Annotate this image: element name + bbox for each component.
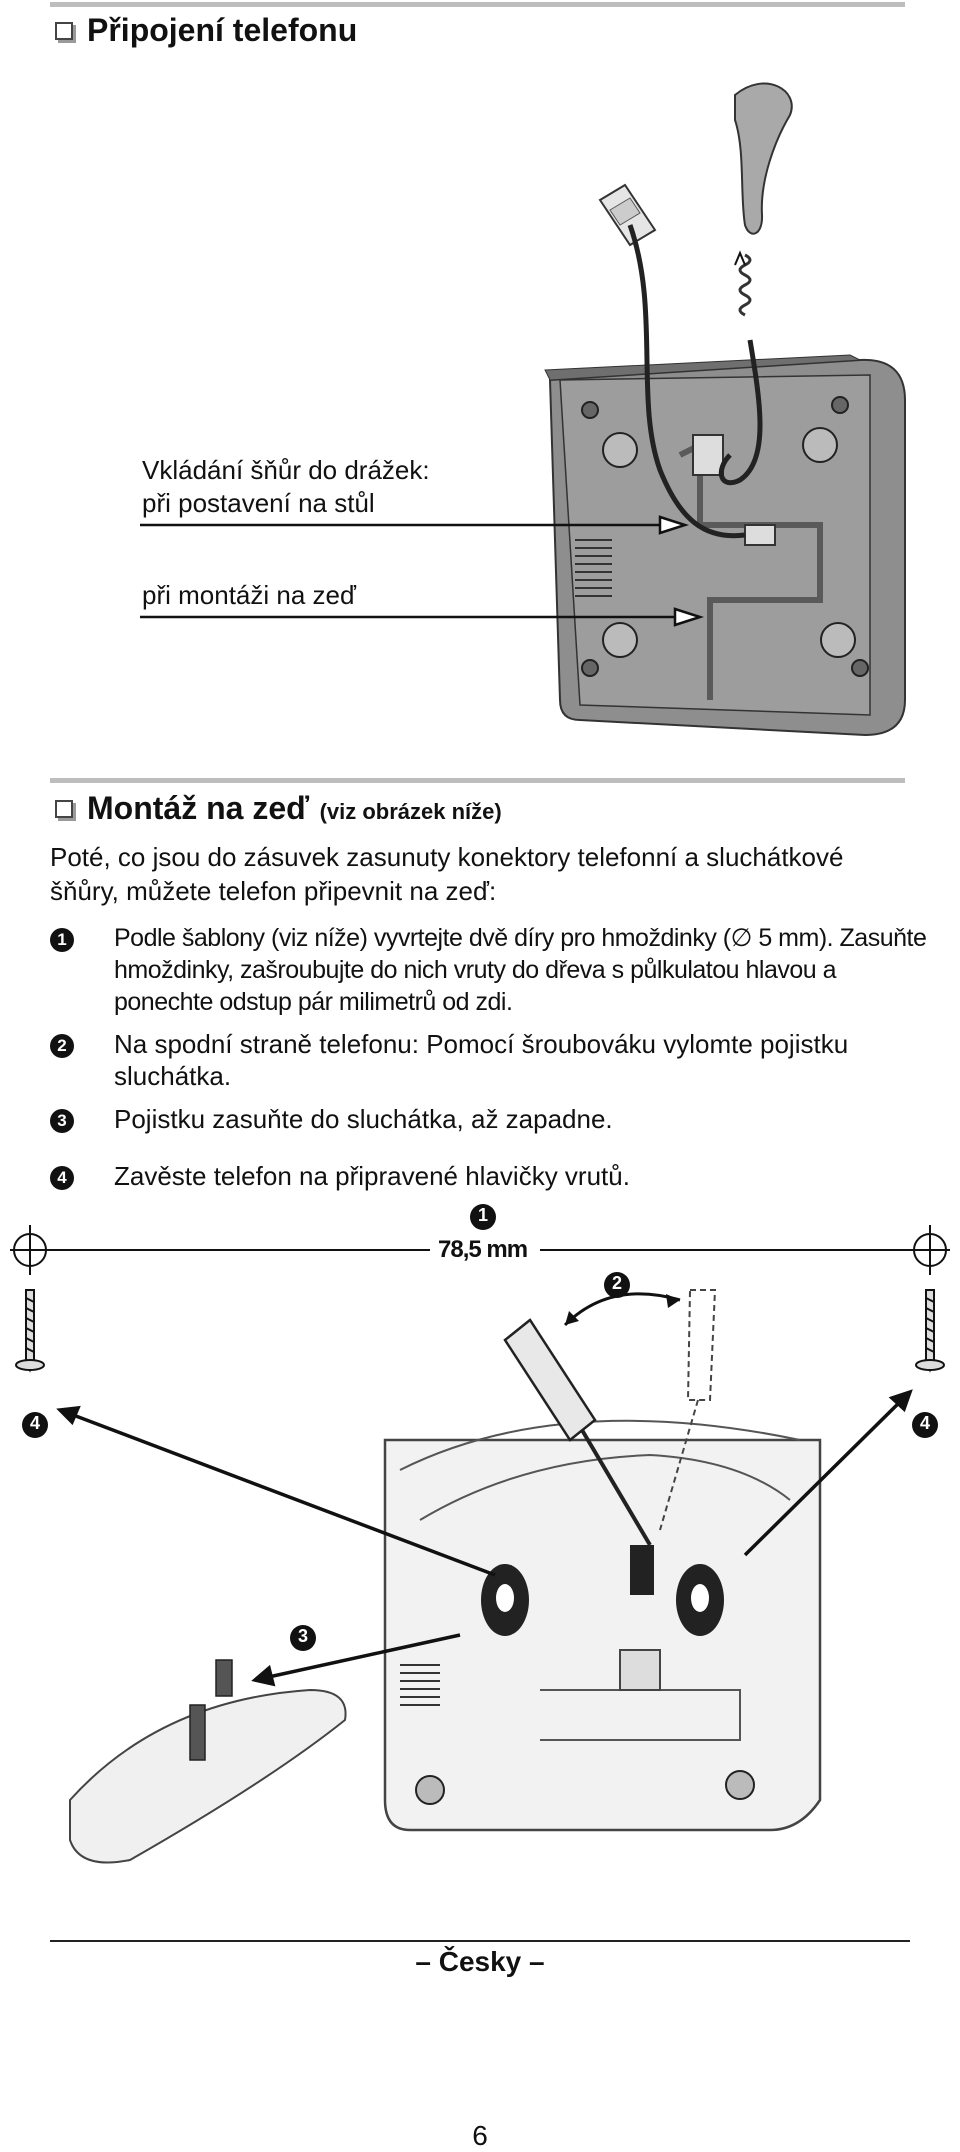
footer-language: – Česky – bbox=[415, 1946, 545, 1977]
step-number: 2 bbox=[50, 1034, 74, 1058]
step-number: 3 bbox=[50, 1109, 74, 1133]
step-text: Podle šablony (viz níže) vyvrtejte dvě d… bbox=[114, 924, 927, 1016]
marker-4-right: 4 bbox=[919, 1413, 930, 1433]
section-subtitle: (viz obrázek níže) bbox=[319, 799, 502, 824]
label-desk-mount: při postavení na stůl bbox=[142, 488, 375, 518]
connector-plug-icon bbox=[598, 183, 657, 247]
wall-mount-figure bbox=[10, 1204, 950, 1864]
step-2: 2 Na spodní straně telefonu: Pomocí šrou… bbox=[50, 1028, 930, 1092]
step-text: Na spodní straně telefonu: Pomocí šroubo… bbox=[114, 1029, 849, 1091]
checkbox-icon bbox=[55, 799, 73, 818]
phone-base bbox=[383, 1438, 822, 1832]
step-3: 3 Pojistku zasuňte do sluchátka, až zapa… bbox=[50, 1103, 930, 1135]
step-text: Pojistku zasuňte do sluchátka, až zapadn… bbox=[114, 1104, 613, 1134]
intro-paragraph: Poté, co jsou do zásuvek zasunuty konekt… bbox=[50, 842, 844, 906]
screw-right-icon bbox=[915, 1289, 945, 1373]
footer-rule bbox=[50, 1940, 910, 1942]
screw-left-icon bbox=[15, 1289, 45, 1373]
marker-3: 3 bbox=[297, 1626, 308, 1646]
section-heading: Montáž na zeď (viz obrázek níže) bbox=[55, 790, 502, 827]
step-1: 1 Podle šablony (viz níže) vyvrtejte dvě… bbox=[50, 922, 930, 1018]
step-number: 1 bbox=[50, 928, 74, 952]
drill-mark-right-icon bbox=[913, 1225, 947, 1275]
phone-bottom-figure bbox=[140, 82, 906, 737]
page-number: 6 bbox=[472, 2120, 488, 2151]
section-heading: Připojení telefonu bbox=[55, 12, 357, 49]
dimension-label: 78,5 mm bbox=[438, 1236, 528, 1263]
step-4: 4 Zavěste telefon na připravené hlavičky… bbox=[50, 1160, 930, 1192]
screwdriver-icon bbox=[503, 1318, 652, 1547]
handset-icon bbox=[734, 82, 793, 235]
section-rule bbox=[50, 778, 905, 783]
marker-4-left: 4 bbox=[29, 1413, 40, 1433]
marker-1: 1 bbox=[477, 1205, 488, 1225]
label-wall-mount: při montáži na zeď bbox=[142, 580, 356, 610]
label-cord-intro: Vkládání šňůr do drážek: bbox=[142, 455, 430, 485]
drill-mark-left-icon bbox=[13, 1225, 47, 1275]
checkbox-icon bbox=[55, 21, 73, 40]
step-text: Zavěste telefon na připravené hlavičky v… bbox=[114, 1161, 630, 1191]
section-title: Montáž na zeď bbox=[87, 790, 310, 826]
marker-2: 2 bbox=[611, 1273, 622, 1293]
step-number: 4 bbox=[50, 1166, 74, 1190]
section-title: Připojení telefonu bbox=[87, 12, 358, 48]
section-rule bbox=[50, 2, 905, 7]
handset-icon bbox=[69, 1688, 347, 1864]
